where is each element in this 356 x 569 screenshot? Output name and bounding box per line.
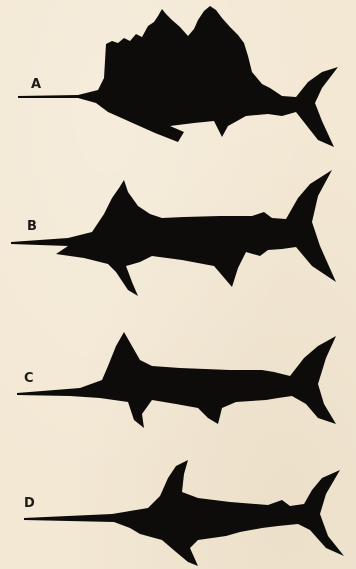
figure-label-c: C <box>24 371 34 386</box>
figure-label-b: B <box>27 219 37 234</box>
figure-label-a: A <box>31 77 41 92</box>
figure-label-d: D <box>24 496 35 511</box>
